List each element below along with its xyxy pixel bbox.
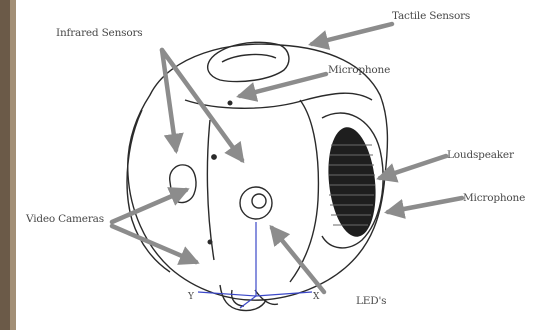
label-leds: LED's xyxy=(356,295,386,307)
label-axis-x: X xyxy=(313,292,319,302)
arrow-leds xyxy=(272,228,324,292)
arrow-tactile-sensors xyxy=(312,24,392,44)
label-video-cameras: Video Cameras xyxy=(26,213,104,225)
arrow-loudspeaker xyxy=(380,156,446,178)
coordinate-axes xyxy=(198,222,312,308)
label-loudspeaker: Loudspeaker xyxy=(447,149,514,161)
annotation-arrows xyxy=(112,24,462,292)
arrow-video-camera-bottom xyxy=(112,226,196,262)
label-infrared-sensors: Infrared Sensors xyxy=(56,27,142,39)
arrow-microphone-top xyxy=(240,74,326,96)
label-microphone-side: Microphone xyxy=(463,192,525,204)
arrow-video-camera-top xyxy=(112,190,186,222)
label-tactile-sensors: Tactile Sensors xyxy=(392,10,470,22)
loudspeaker-grille xyxy=(323,125,380,239)
label-axis-y: Y xyxy=(188,292,194,302)
label-microphone-top: Microphone xyxy=(328,64,390,76)
arrow-microphone-side xyxy=(388,198,462,212)
